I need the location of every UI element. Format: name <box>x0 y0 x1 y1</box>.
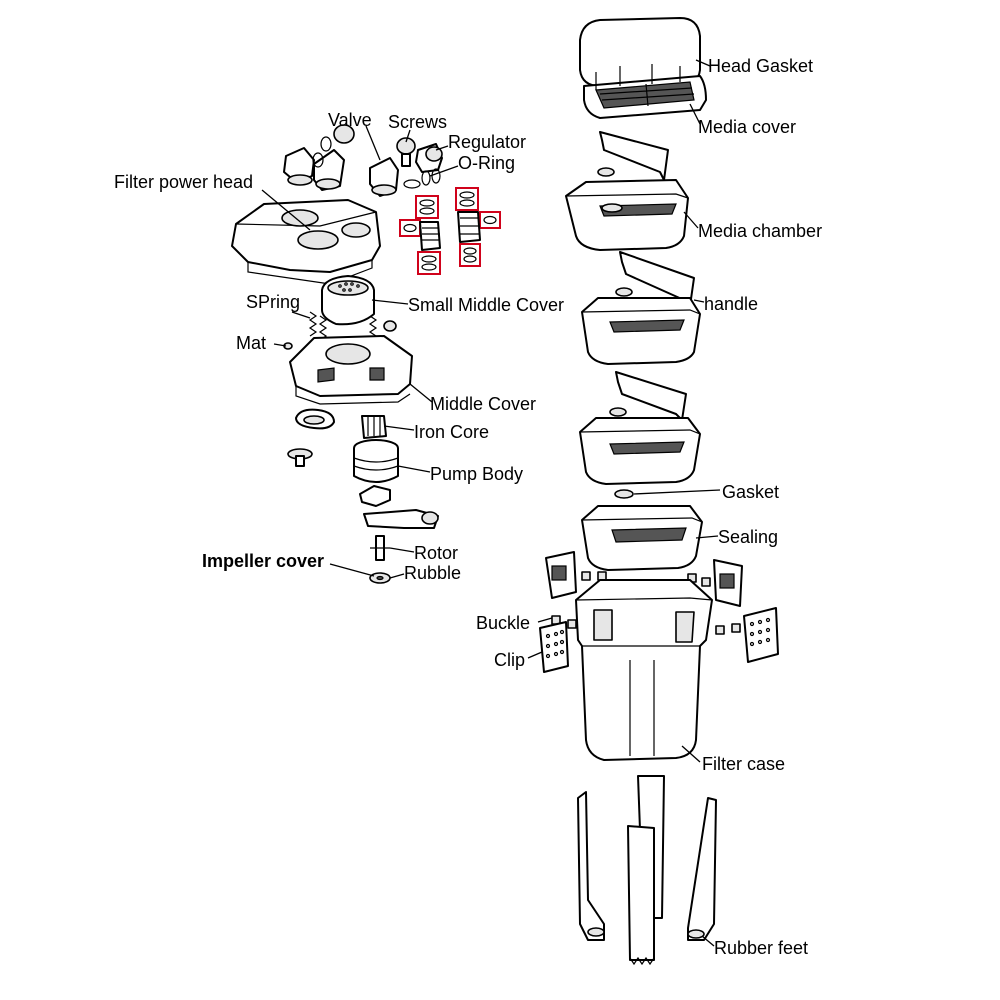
label-screws: Screws <box>388 112 448 132</box>
label-sealing: Sealing <box>718 527 779 547</box>
label-rotor: Rotor <box>414 543 459 563</box>
media-chamber-3-part <box>579 371 701 485</box>
seal-ring-part <box>295 408 335 430</box>
iron-core-part <box>361 415 387 439</box>
sealing-part <box>581 505 703 571</box>
label-filter-case: Filter case <box>702 754 786 774</box>
o-ring-part <box>421 168 441 186</box>
label-iron-core: Iron Core <box>414 422 490 442</box>
media-cover-part <box>583 64 707 119</box>
label-head-gasket: Head Gasket <box>708 56 814 76</box>
impeller-parts <box>359 485 439 529</box>
label-pump-body: Pump Body <box>430 464 524 484</box>
label-rubber-feet: Rubber feet <box>714 938 809 958</box>
rubber-feet-part <box>577 775 717 966</box>
label-spring: SPring <box>246 292 301 312</box>
media-chamber-part <box>565 131 689 251</box>
label-impeller-cover: Impeller cover <box>202 551 325 571</box>
clip-parts <box>539 607 779 673</box>
middle-cover-part <box>289 335 413 405</box>
small-middle-cover-part <box>321 275 375 326</box>
label-regulator: Regulator <box>448 132 527 152</box>
rubble-part <box>369 572 391 584</box>
filter-power-head-part <box>231 199 381 285</box>
label-gasket: Gasket <box>722 482 780 502</box>
label-media-chamber: Media chamber <box>698 221 823 241</box>
label-filter-power-head: Filter power head <box>114 172 254 192</box>
spring-part <box>308 311 397 341</box>
label-mat: Mat <box>236 333 267 353</box>
filter-case-part <box>575 579 713 761</box>
label-media-cover: Media cover <box>698 117 797 137</box>
leader-lines <box>261 59 721 947</box>
head-gasket-part <box>579 17 701 87</box>
label-rubble: Rubble <box>404 563 462 583</box>
label-buckle: Buckle <box>476 613 531 633</box>
label-middle-cover: Middle Cover <box>430 394 537 414</box>
rotor-part <box>370 535 390 561</box>
label-valve: Valve <box>328 110 372 130</box>
pump-body-part <box>287 439 399 483</box>
valve-part <box>283 124 421 197</box>
media-chamber-2-part <box>581 287 701 365</box>
label-clip: Clip <box>494 650 526 670</box>
regulator-part <box>415 143 443 173</box>
label-handle: handle <box>704 294 759 314</box>
o-ring-highlights <box>399 187 501 275</box>
label-small-middle-cover: Small Middle Cover <box>408 295 565 315</box>
screws-part <box>396 137 416 167</box>
gasket-part <box>614 489 634 499</box>
label-o-ring: O-Ring <box>458 153 516 173</box>
buckle-parts <box>545 551 743 635</box>
